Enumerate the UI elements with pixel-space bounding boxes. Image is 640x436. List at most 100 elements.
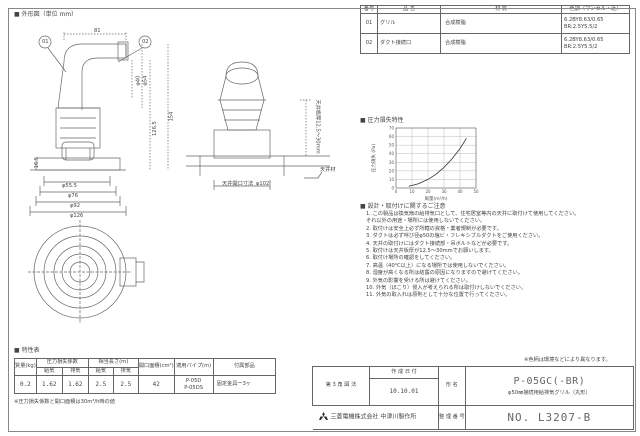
spec-header-equiv: 相当長さ(m) — [87, 358, 139, 368]
spec-accessory: 固定金具ー3ヶ — [212, 375, 277, 394]
part-color: 6.2BY8.63/0.65 BR:2.5Y5.5/2 — [561, 33, 630, 54]
spec-header-pipe: 適用パイプ(m) — [173, 358, 214, 376]
spec-header-accessory: 付属部品 — [212, 358, 277, 376]
spec-sub-supply: 給気 — [35, 367, 63, 376]
table-row: 0.2 1.62 1.62 2.5 2.5 42 P-05D P-05DS 固定… — [14, 375, 277, 394]
thickness-label: 天井板厚12.5〜30mm — [314, 99, 321, 154]
name-label: 形 名 — [438, 366, 466, 406]
callout-01: 01 — [42, 39, 49, 45]
dim-phi126: φ126 — [70, 213, 84, 219]
dim-phi55-5: φ55.5 — [62, 183, 77, 189]
part-material: 合成樹脂 — [440, 13, 562, 34]
dim-81: 81 — [94, 28, 101, 34]
dim-phi40: φ40 — [135, 75, 142, 86]
spec-p-supply: 1.62 — [35, 375, 63, 394]
spec-table: 質量(kg) 圧力損失係数 相当長さ(m) 開口面積(cm²) 適用パイプ(m)… — [14, 358, 277, 394]
spec-header-pressure: 圧力損失係数 — [35, 358, 89, 368]
dim-154: 154 — [168, 111, 175, 122]
doc-label: 整 理 番 号 — [438, 404, 466, 431]
y-tick-label: 0 — [391, 186, 394, 191]
y-axis-label: 圧力損失 (Pa) — [370, 144, 377, 172]
pressure-heading: ■ 圧力損失特性 — [360, 117, 404, 124]
title-block: 第 3 角 図 法 作 成 日 付 形 名 P-05GC(-BR) φ50㎜接続… — [312, 365, 635, 431]
parts-header-material: 材 質 — [440, 5, 562, 14]
x-tick-label: 30 — [441, 189, 447, 194]
parts-table: 番号 品 名 材 質 色調（マンセル・近） 01 グリル 合成樹脂 6.2BY8… — [360, 5, 630, 54]
part-material: 合成樹脂 — [440, 33, 562, 54]
note-item: 8. 湿度が高くなる所は結露の原因になりますので避けてください。 — [366, 270, 523, 277]
doc-number: NO. L3207-B — [464, 404, 635, 431]
note-item: 4. 天井の取付けにはダクト接続部・吊ボルトなどが必要です。 — [366, 240, 513, 247]
company-name: 三菱電機株式会社 中津川製作所 — [330, 413, 417, 421]
hole-label: 天井開口寸法 — [222, 181, 254, 187]
series-line — [408, 138, 467, 187]
notes-heading: ■ 設計・取付けに関するご注意 — [360, 203, 446, 210]
spec-area: 42 — [137, 375, 175, 394]
dim-16-5: 16.5 — [34, 156, 41, 169]
angle-projection: 第 3 角 図 法 — [312, 366, 370, 406]
note-item: 10. 外気（ほこり）侵入が考えられる所は取付けしないでください。 — [366, 284, 527, 291]
dim-phi76: φ76 — [68, 193, 79, 199]
parts-header-name: 品 名 — [377, 5, 441, 14]
part-color: 6.2BY8.63/0.65 BR:2.5Y5.5/2 — [561, 13, 630, 34]
y-tick-label: 70 — [389, 126, 395, 131]
spec-header-area: 開口面積(cm²) — [137, 358, 175, 376]
dim-phi92: φ92 — [70, 203, 81, 209]
spec-weight: 0.2 — [14, 375, 37, 394]
spec-e-supply: 2.5 — [87, 375, 114, 394]
parts-header-color: 色調（マンセル・近） — [561, 5, 630, 14]
callout-02: 02 — [142, 39, 149, 45]
notes-list: 1. この製品は換気扇の給排気口として、住宅居室等内の天井に取付けて使用してくだ… — [366, 211, 634, 301]
dim-phi102: φ102 — [256, 181, 270, 187]
date-label: 作 成 日 付 — [369, 365, 439, 380]
x-tick-label: 0 — [395, 189, 398, 194]
y-tick-label: 10 — [389, 177, 395, 182]
spec-p-exhaust: 1.62 — [61, 375, 89, 394]
note-item: それ以外の用途・場所には使用しないでください。 — [366, 218, 486, 225]
note-item: 9. 外気の影響を受ける所は避けてください。 — [366, 277, 472, 284]
mitsubishi-logo-icon — [318, 412, 328, 422]
ceiling-label: 天井材 — [320, 167, 336, 173]
table-row: 02 ダクト接続口 合成樹脂 6.2BY8.63/0.65 BR:2.5Y5.5… — [360, 33, 630, 54]
note-item: 2. 取付けは安全上必ず所轄の資格・業者規制が必要です。 — [366, 225, 502, 232]
dim-126-5: 126.5 — [151, 121, 158, 137]
note-item: 7. 高温（40℃以上）になる場所では使用しないでください。 — [366, 262, 510, 269]
spec-pipe: P-05D P-05DS — [173, 375, 214, 394]
spec-header-weight: 質量(kg) — [14, 358, 37, 376]
x-tick-label: 40 — [457, 189, 463, 194]
note-item: 11. 外気の取入れは原則として十分な位置で行ってください。 — [366, 292, 511, 299]
part-no: 02 — [360, 33, 378, 54]
note-item: 3. ダクトは必ず呼び径φ50の塩ビ・フレキシブルダクトをご使用ください。 — [366, 233, 544, 240]
company-cell: 三菱電機株式会社 中津川製作所 — [312, 404, 439, 431]
spec-footnote: ※圧力損失係数と開口面積は30m³/h時の値 — [14, 399, 115, 405]
part-name: グリル — [377, 13, 441, 34]
specs-heading: ■ 特性表 — [14, 347, 40, 354]
technical-drawing — [28, 32, 330, 324]
spec-e-exhaust: 2.5 — [112, 375, 139, 394]
y-tick-label: 20 — [389, 168, 395, 173]
part-name: ダクト接続口 — [377, 33, 441, 54]
spec-sub-supply: 給気 — [87, 367, 114, 376]
model-description: φ50㎜接続用給排気グリル（丸形） — [508, 389, 591, 396]
color-note: ※色柄は環境などにより異なります。 — [524, 357, 611, 363]
model-cell: P-05GC(-BR) φ50㎜接続用給排気グリル（丸形） — [464, 366, 635, 406]
note-item: 6. 取付け場所の確認をしてください。 — [366, 255, 456, 262]
x-tick-label: 10 — [409, 189, 415, 194]
dim-phi54: φ54 — [142, 75, 149, 86]
x-tick-label: 20 — [425, 189, 431, 194]
y-tick-label: 50 — [389, 143, 395, 148]
table-row: 01 グリル 合成樹脂 6.2BY8.63/0.65 BR:2.5Y5.5/2 — [360, 13, 630, 34]
x-tick-label: 50 — [473, 189, 479, 194]
y-tick-label: 30 — [389, 160, 395, 165]
y-tick-label: 60 — [389, 134, 395, 139]
plot-frame — [395, 127, 477, 189]
y-tick-label: 40 — [389, 151, 395, 156]
note-item: 5. 取付けは天井板厚が12.5〜30mmでお願いします。 — [366, 247, 494, 254]
date-value: 10.10.01 — [369, 378, 439, 406]
spec-sub-exhaust: 排気 — [61, 367, 89, 376]
note-item: 1. この製品は換気扇の給排気口として、住宅居室等内の天井に取付けて使用してくだ… — [366, 211, 580, 217]
parts-header-no: 番号 — [360, 5, 378, 14]
model-number: P-05GC(-BR) — [513, 375, 586, 387]
